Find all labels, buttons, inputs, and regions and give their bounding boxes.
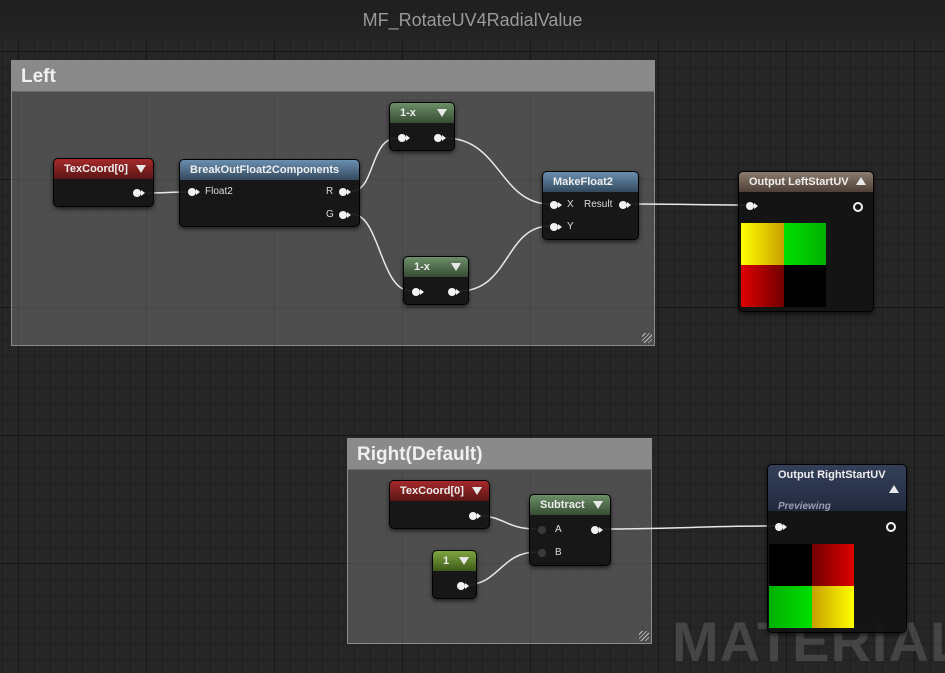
previewing-status: Previewing <box>778 501 831 512</box>
wire-result-to-output-left <box>629 203 747 206</box>
graph-title: MF_RotateUV4RadialValue <box>0 0 945 40</box>
subtract-node[interactable]: Subtract A B <box>529 494 611 566</box>
preview-cell <box>783 223 826 265</box>
make-float2-node[interactable]: MakeFloat2 X Result Y <box>542 171 639 240</box>
node-title: TexCoord[0] <box>400 485 464 497</box>
output-pin[interactable] <box>886 522 896 532</box>
output-pin[interactable] <box>853 202 863 212</box>
input-pin-b[interactable] <box>538 549 546 557</box>
preview-cell <box>741 223 784 265</box>
preview-cell <box>811 544 854 586</box>
preview-cell <box>741 265 784 307</box>
pin-label-r: R <box>326 186 334 197</box>
preview-cell <box>769 586 812 628</box>
node-header[interactable]: Output LeftStartUV <box>739 172 873 192</box>
input-pin-x[interactable] <box>550 201 562 209</box>
node-header[interactable]: 1-x <box>390 103 454 123</box>
input-pin[interactable] <box>775 523 787 531</box>
input-pin-float2[interactable] <box>188 188 200 196</box>
resize-grip-icon[interactable] <box>639 631 649 641</box>
wire-oneminus-bottom-to-y <box>458 225 551 292</box>
node-header[interactable]: MakeFloat2 <box>543 172 638 192</box>
constant-node[interactable]: 1 <box>432 550 477 599</box>
output-pin[interactable] <box>448 288 460 296</box>
pin-label-x: X <box>567 199 574 210</box>
input-pin-a[interactable] <box>538 526 546 534</box>
input-pin[interactable] <box>412 288 424 296</box>
node-title: 1 <box>443 555 450 567</box>
node-expand-triangle-icon[interactable] <box>856 177 866 185</box>
output-pin[interactable] <box>457 582 469 590</box>
wire-subtract-to-output-right <box>600 525 776 530</box>
output-pin-result[interactable] <box>619 201 631 209</box>
breakout-float2-node[interactable]: BreakOutFloat2Components Float2 R G <box>179 159 360 227</box>
preview-cell <box>783 265 826 307</box>
node-title: TexCoord[0] <box>64 163 128 175</box>
input-pin[interactable] <box>746 202 758 210</box>
node-collapse-triangle-icon[interactable] <box>437 109 447 117</box>
resize-grip-icon[interactable] <box>642 333 652 343</box>
input-pin-y[interactable] <box>550 223 562 231</box>
node-collapse-triangle-icon[interactable] <box>459 557 469 565</box>
node-collapse-triangle-icon[interactable] <box>593 501 603 509</box>
preview-thumbnail <box>769 544 854 628</box>
pin-label-b: B <box>555 547 562 558</box>
input-pin[interactable] <box>398 134 410 142</box>
output-left-start-uv-node[interactable]: Output LeftStartUV <box>738 171 874 312</box>
output-pin[interactable] <box>133 189 145 197</box>
node-collapse-triangle-icon[interactable] <box>472 487 482 495</box>
output-pin-r[interactable] <box>339 188 351 196</box>
node-collapse-triangle-icon[interactable] <box>451 263 461 271</box>
comment-box-right[interactable]: Right(Default) <box>347 438 652 644</box>
node-title: Subtract <box>540 499 585 511</box>
wire-g-to-oneminus-bottom <box>351 213 412 292</box>
node-title: Output RightStartUV <box>778 469 886 481</box>
preview-thumbnail <box>741 223 826 307</box>
output-pin[interactable] <box>434 134 446 142</box>
node-header[interactable]: 1 <box>433 551 476 571</box>
wire-oneminus-top-to-x <box>444 137 551 205</box>
one-minus-node-bottom[interactable]: 1-x <box>403 256 469 305</box>
preview-cell <box>811 586 854 628</box>
pin-label-float2: Float2 <box>205 186 233 197</box>
output-pin-g[interactable] <box>339 211 351 219</box>
node-title: 1-x <box>400 107 416 119</box>
pin-label-y: Y <box>567 221 574 232</box>
node-header[interactable]: TexCoord[0] <box>54 159 153 179</box>
node-header[interactable]: BreakOutFloat2Components <box>180 160 359 180</box>
output-pin[interactable] <box>591 526 603 534</box>
node-collapse-triangle-icon[interactable] <box>136 165 146 173</box>
node-header[interactable]: 1-x <box>404 257 468 277</box>
comment-title-left[interactable]: Left <box>12 61 654 92</box>
output-pin[interactable] <box>469 512 481 520</box>
comment-title-right[interactable]: Right(Default) <box>348 439 651 470</box>
texcoord-node-left[interactable]: TexCoord[0] <box>53 158 154 207</box>
node-header[interactable]: TexCoord[0] <box>390 481 489 501</box>
output-right-start-uv-node[interactable]: Output RightStartUV Previewing <box>767 464 907 633</box>
node-title: 1-x <box>414 261 430 273</box>
pin-label-result: Result <box>584 199 613 210</box>
node-header[interactable]: Output RightStartUV Previewing <box>768 465 906 512</box>
texcoord-node-right[interactable]: TexCoord[0] <box>389 480 490 529</box>
node-title: Output LeftStartUV <box>749 176 849 188</box>
node-title: BreakOutFloat2Components <box>190 164 340 176</box>
node-expand-triangle-icon[interactable] <box>889 485 899 493</box>
node-title: MakeFloat2 <box>553 176 613 188</box>
node-header[interactable]: Subtract <box>530 495 610 515</box>
pin-label-a: A <box>555 524 562 535</box>
pin-label-g: G <box>326 209 334 220</box>
preview-cell <box>769 544 812 586</box>
one-minus-node-top[interactable]: 1-x <box>389 102 455 151</box>
